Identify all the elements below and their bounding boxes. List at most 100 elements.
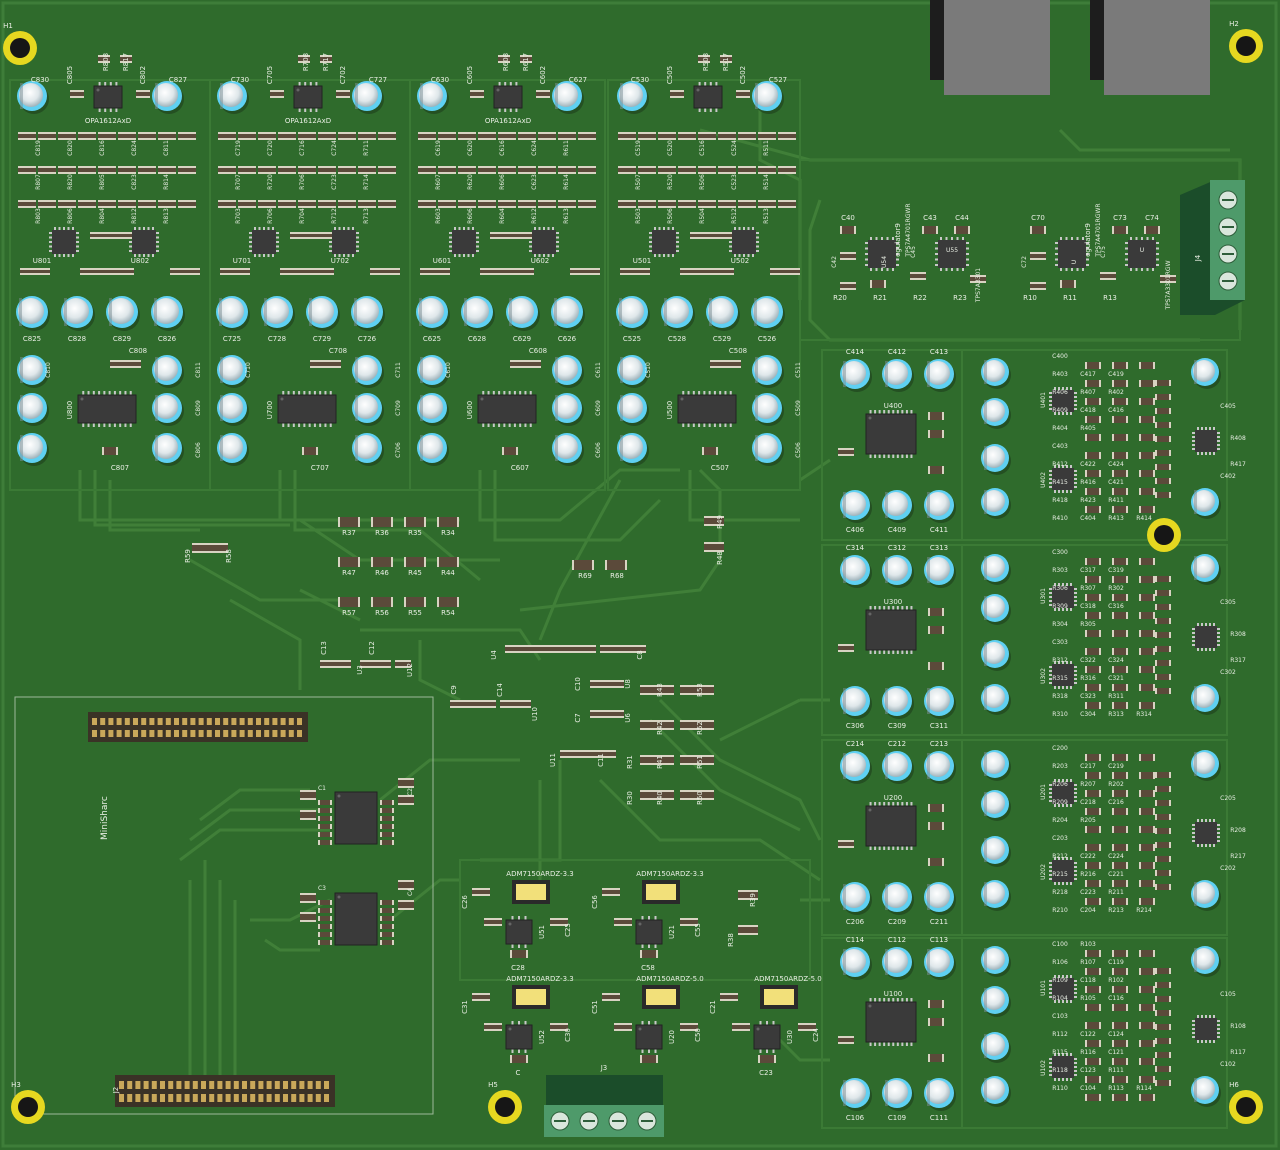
smd-body — [1087, 754, 1099, 761]
cap-stripe — [927, 949, 930, 975]
smd-part — [600, 750, 616, 758]
res-label: R717 — [322, 53, 330, 71]
part-label: R712 — [331, 208, 338, 224]
pin — [1074, 1066, 1077, 1068]
smd-res — [437, 517, 459, 527]
smd-part — [1139, 362, 1155, 369]
header-pin — [324, 1081, 329, 1089]
smd-part — [1112, 380, 1128, 387]
cap-label: C214 — [846, 740, 865, 748]
qfn-body — [1052, 586, 1074, 608]
cap-stripe — [843, 557, 846, 583]
cap — [981, 880, 1011, 911]
pin — [272, 227, 274, 230]
pin — [1086, 253, 1089, 255]
part-label: R611 — [563, 140, 570, 156]
smd-part — [218, 166, 236, 174]
ic-pin — [896, 802, 899, 806]
smd-res — [640, 720, 660, 730]
smd-part — [1112, 826, 1128, 833]
smd-part — [1112, 576, 1128, 583]
header-pin — [299, 1094, 305, 1102]
cap — [1191, 750, 1221, 781]
smd-body — [1157, 842, 1169, 848]
pin — [1130, 237, 1132, 240]
smd-body — [1146, 226, 1158, 234]
smd-body — [1087, 612, 1099, 619]
smd-body — [382, 916, 392, 921]
cap — [981, 946, 1011, 977]
header-pin — [239, 718, 245, 725]
smd-part — [840, 226, 856, 234]
smd-part — [1085, 754, 1101, 761]
pin — [458, 254, 461, 257]
ic-pin — [729, 391, 732, 395]
smd-res — [640, 790, 660, 800]
header-pin — [143, 1081, 149, 1089]
ic-pin — [910, 410, 913, 414]
cap-label: C2 — [407, 788, 414, 796]
cap-body — [983, 948, 1005, 970]
smd-part — [1112, 702, 1128, 709]
smd-part — [458, 200, 476, 208]
smd-body — [158, 134, 176, 138]
cap-label: C405 — [1220, 403, 1236, 410]
cap-label: C727 — [369, 76, 387, 84]
cap-stripe — [984, 792, 987, 816]
cap-stripe — [755, 395, 758, 421]
smd-part — [298, 200, 316, 208]
ic-pin — [108, 423, 111, 427]
smd-body — [138, 202, 156, 206]
part-label: R216 — [1080, 871, 1096, 878]
ic-pin — [708, 391, 711, 395]
smd-part — [1155, 968, 1171, 974]
smd-part — [490, 232, 508, 239]
adm-label: ADM7150ARDZ-5.0 — [754, 975, 821, 983]
smd-body — [118, 168, 136, 172]
pin — [1074, 1062, 1077, 1064]
smd-cap — [670, 90, 684, 98]
smd-body — [558, 168, 576, 172]
pin — [1054, 686, 1056, 689]
cap-label: C711 — [395, 362, 402, 378]
smd-body — [778, 134, 796, 138]
tantalum-cap — [642, 880, 680, 904]
smd-part — [658, 132, 676, 140]
part-label: R109 — [1052, 977, 1068, 984]
cap-label: C26 — [461, 895, 469, 909]
smd-body — [278, 134, 296, 138]
smd-part — [614, 1023, 632, 1031]
pin — [1066, 779, 1068, 782]
smd-part — [1085, 558, 1101, 565]
part-label: C421 — [1108, 479, 1124, 486]
pin — [1217, 836, 1220, 838]
ic-pin — [303, 423, 306, 427]
cap-stripe — [20, 357, 23, 383]
pin — [667, 227, 670, 230]
cap-label: C28 — [511, 964, 525, 972]
pin — [1074, 996, 1077, 998]
trace — [688, 470, 800, 522]
smd-part — [232, 268, 250, 275]
smd-res — [338, 557, 360, 567]
pin — [1205, 452, 1207, 455]
header-body — [88, 712, 308, 742]
smd-body — [258, 202, 276, 206]
smd-body — [1087, 684, 1099, 691]
ic-pin — [529, 391, 532, 395]
smd-body — [690, 234, 708, 237]
cap — [981, 444, 1011, 475]
smd-part — [484, 918, 502, 926]
smd-body — [320, 824, 330, 829]
pin — [138, 227, 141, 230]
pin — [676, 236, 679, 239]
pin — [276, 245, 279, 248]
smd-body — [1030, 284, 1046, 288]
cap-body — [842, 949, 866, 973]
pin — [663, 227, 665, 230]
smd-part — [718, 166, 736, 174]
smd-body — [316, 270, 334, 273]
header-pin — [283, 1081, 288, 1089]
smd-res — [404, 557, 426, 567]
smd-body — [298, 168, 316, 172]
